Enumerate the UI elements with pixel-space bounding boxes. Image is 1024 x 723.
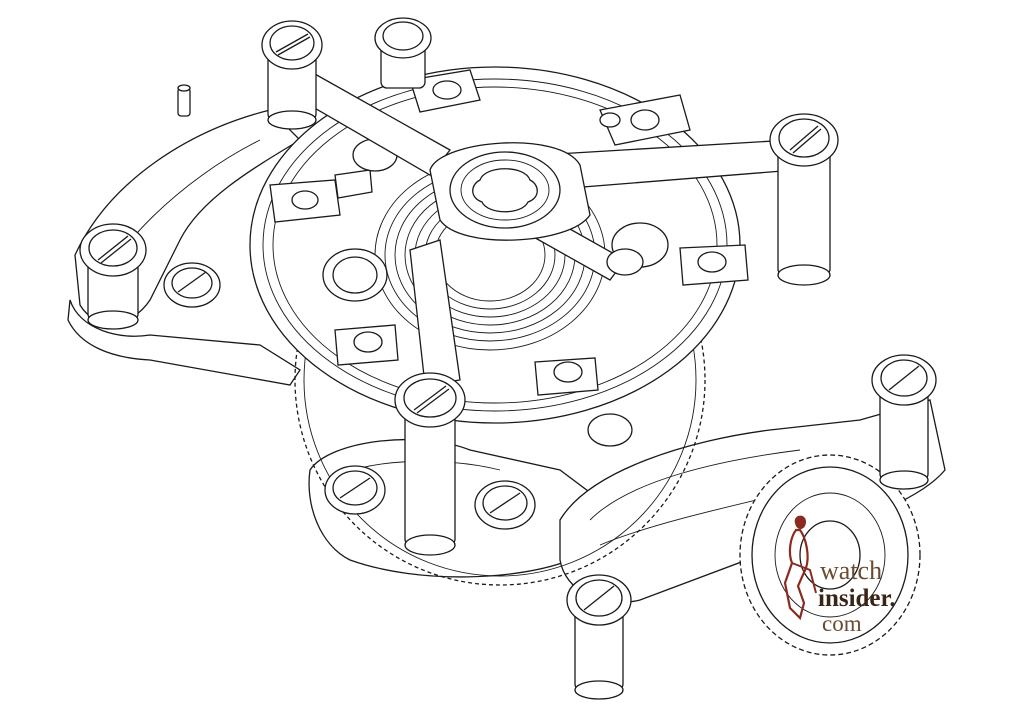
screw-left-small	[163, 262, 221, 308]
pillar-top-middle	[374, 17, 432, 89]
seated-figure-logo-icon	[783, 515, 817, 621]
small-jewel	[587, 413, 633, 447]
pillar-right	[769, 113, 839, 286]
screw-lower-left	[324, 465, 386, 515]
watermark-text-insider: insider.	[818, 585, 896, 612]
watermark: watch insider. com	[770, 508, 940, 638]
pillar-bottom	[566, 574, 632, 700]
right-gear-wheel	[739, 454, 921, 656]
pillar-left	[79, 223, 147, 330]
pillar-top-left	[261, 20, 323, 130]
pillar-far-right	[871, 354, 937, 490]
pillar-bottom-center	[394, 372, 466, 556]
inner-components	[269, 69, 749, 396]
screw-lower-right	[474, 480, 536, 530]
watermark-text-com: com	[822, 611, 862, 636]
watermark-text-watch: watch	[820, 556, 883, 585]
upper-cross-bridge	[274, 59, 796, 386]
